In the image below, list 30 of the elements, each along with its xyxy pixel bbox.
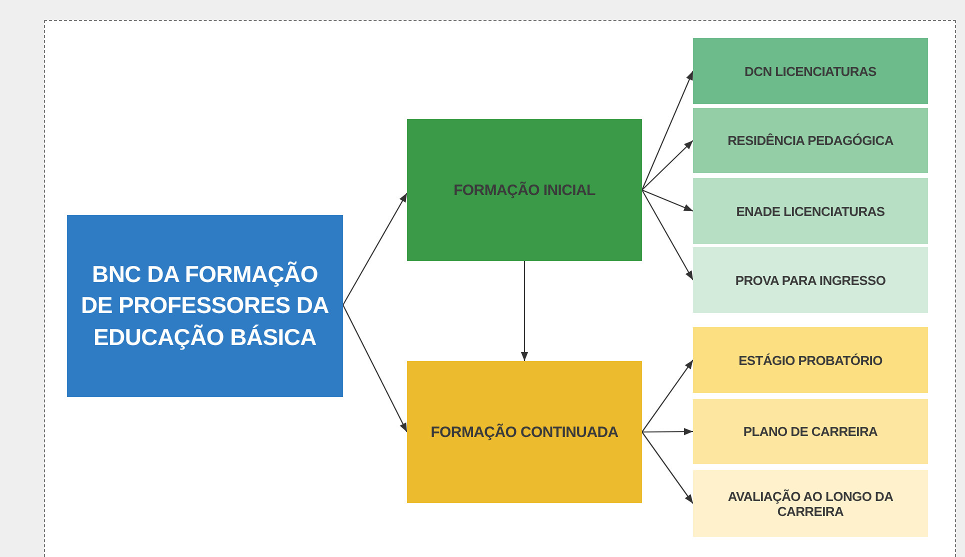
- box-label: FORMAÇÃO INICIAL: [454, 182, 596, 198]
- arrow: [642, 70, 694, 190]
- process-box: [67, 215, 343, 397]
- arrow: [642, 140, 694, 190]
- process-box: [693, 470, 928, 537]
- box-label: FORMAÇÃO CONTINUADA: [430, 424, 618, 440]
- box-label: AVALIAÇÃO AO LONGO DA CARREIRA: [726, 488, 894, 518]
- box-label: DCN LICENCIATURAS: [744, 64, 876, 78]
- box-label: ENADE LICENCIATURAS: [736, 204, 885, 218]
- arrow: [642, 432, 694, 504]
- arrow: [642, 190, 694, 212]
- arrow: [642, 360, 694, 432]
- arrow: [642, 428, 693, 436]
- process-box: [693, 399, 928, 464]
- arrow: [342, 304, 408, 432]
- process-box: [693, 247, 928, 313]
- process-box: [407, 361, 642, 503]
- process-box: [407, 119, 642, 261]
- box-label: BNC DA FORMAÇÃO DE PROFESSORES DA EDUCAÇÃO BÁSICA: [80, 260, 330, 352]
- process-box: [693, 178, 928, 244]
- box-label: ESTÁGIO PROBATÓRIO: [738, 352, 882, 368]
- process-box: [693, 108, 928, 173]
- box-label: RESIDÊNCIA PEDAGÓGICA: [728, 133, 894, 148]
- box-label: PLANO DE CARREIRA: [743, 424, 878, 439]
- arrow: [642, 190, 694, 280]
- box-label: PROVA PARA INGRESSO: [735, 272, 886, 288]
- process-box: [693, 38, 928, 104]
- arrow: [342, 192, 408, 306]
- arrow: [520, 261, 528, 361]
- process-box: [693, 327, 928, 393]
